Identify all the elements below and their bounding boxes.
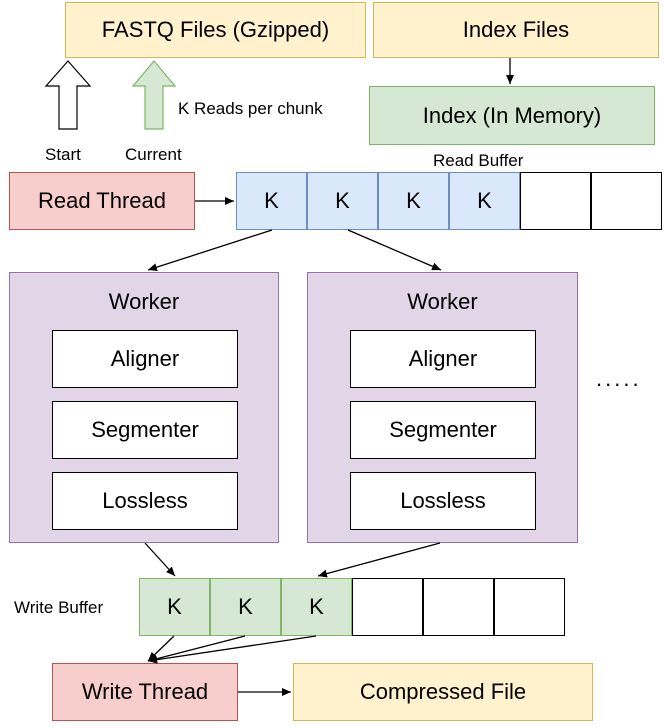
segmenter-box: Segmenter [52,401,238,459]
segmenter-box: Segmenter [350,401,536,459]
current-label: Current [125,145,182,164]
read-buffer-cell: K [449,172,520,230]
chunk-note-label: K Reads per chunk [178,99,323,118]
more-workers-ellipsis: ..... [596,366,642,391]
write-buffer-cell: K [139,578,210,636]
index-in-memory-label: Index (In Memory) [422,102,602,128]
worker-title: Worker [407,289,478,314]
write-thread-label: Write Thread [81,679,209,704]
fastq-files-box: FASTQ Files (Gzipped) [65,2,366,58]
fastq-files-label: FASTQ Files (Gzipped) [101,17,330,42]
worker-title: Worker [108,289,180,314]
read-buffer-cell: K [307,172,378,230]
aligner-box: Aligner [350,330,536,388]
flush-arrow [147,635,246,663]
read-buffer-cell [591,172,662,230]
read-thread-label: Read Thread [37,188,166,213]
write-buffer-label: Write Buffer [14,598,104,617]
worker-box: Worker Aligner Segmenter Lossless [307,272,578,543]
start-pointer-arrow [44,60,92,130]
index-files-label: Index Files [462,17,570,42]
flush-arrow [147,635,317,664]
lossless-box: Lossless [350,472,536,530]
dispatch-arrow [347,229,442,271]
write-buffer-cell [423,578,494,636]
start-label: Start [45,145,81,164]
current-pointer-arrow [131,60,177,130]
collect-arrow [317,542,441,578]
read-buffer-cell: K [378,172,449,230]
read-buffer-label: Read Buffer [433,151,524,170]
write-buffer-cell [494,578,565,636]
read-buffer-cell [520,172,591,230]
read-thread-box: Read Thread [9,172,195,230]
write-buffer-cell [352,578,423,636]
lossless-box: Lossless [52,472,238,530]
index-files-box: Index Files [373,2,659,58]
write-buffer-cell: K [210,578,281,636]
collect-arrow [144,542,176,577]
index-in-memory-box: Index (In Memory) [369,86,655,145]
read-buffer-cell: K [236,172,307,230]
aligner-box: Aligner [52,330,238,388]
write-buffer-cell: K [281,578,352,636]
worker-box: Worker Aligner Segmenter Lossless [9,272,279,543]
compressed-file-box: Compressed File [293,663,593,721]
compressed-file-label: Compressed File [359,679,527,704]
dispatch-arrow [147,229,273,272]
write-thread-box: Write Thread [52,663,238,721]
